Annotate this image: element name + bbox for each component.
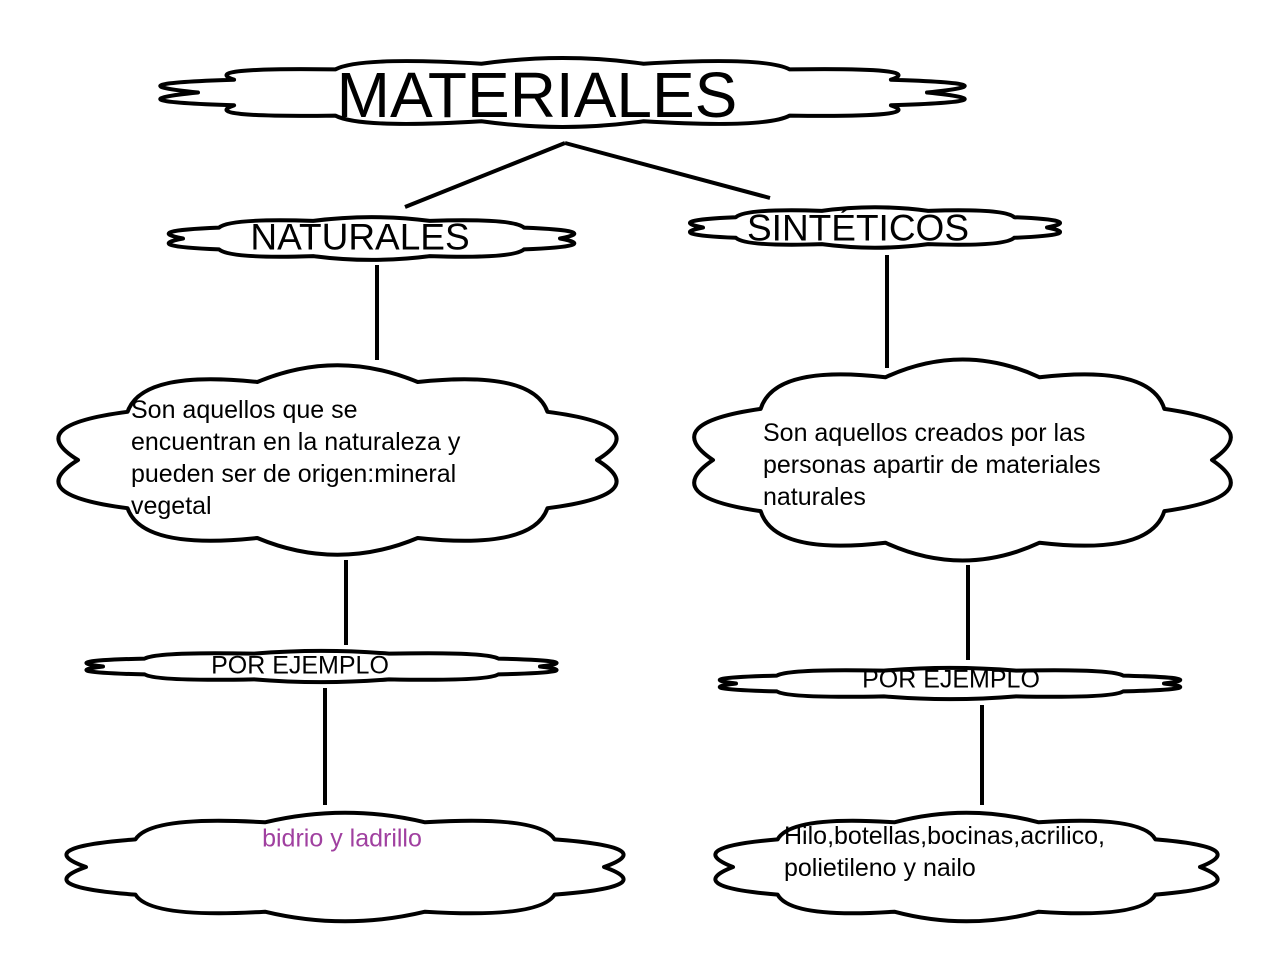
synthetic-examples: Hilo,botellas,bocinas,acrilico, polietil… <box>784 820 1105 884</box>
connector-title-sinteticos <box>564 141 771 200</box>
natural-description: Son aquellos que se encuentran en la nat… <box>131 394 460 522</box>
text-line: personas apartir de materiales <box>763 451 1101 479</box>
natural-examples: bidrio y ladrillo <box>262 824 422 853</box>
text-line: naturales <box>763 483 866 511</box>
text-line: Hilo,botellas,bocinas,acrilico, <box>784 822 1105 850</box>
title-cloud <box>158 56 967 129</box>
title: MATERIALES <box>336 59 738 131</box>
natural-examples-cloud <box>64 810 626 924</box>
natural-example-label: POR EJEMPLO <box>211 651 389 680</box>
natural-example-cloud <box>84 648 559 685</box>
natural-description-cloud <box>56 363 619 557</box>
text-line: Son aquellos creados por las <box>763 419 1086 447</box>
naturales-cloud <box>167 215 576 262</box>
sinteticos-cloud <box>688 205 1062 250</box>
synthetic-examples-cloud <box>713 810 1220 924</box>
naturales-label: NATURALES <box>250 216 470 258</box>
text-line: Son aquellos que se <box>131 396 358 424</box>
connector-title-naturales <box>404 141 566 209</box>
synthetic-example-label: POR EJEMPLO <box>862 665 1040 694</box>
synthetic-description: Son aquellos creados por las personas ap… <box>763 417 1101 513</box>
synthetic-example-cloud <box>717 665 1183 702</box>
text-line: vegetal <box>131 492 212 520</box>
text-line: encuentran en la naturaleza y <box>131 428 461 456</box>
text-line: pueden ser de origen:mineral <box>131 460 457 488</box>
text-line: polietileno y nailo <box>784 854 976 882</box>
sinteticos-label: SINTÉTICOS <box>746 207 970 249</box>
synthetic-description-cloud <box>692 357 1233 563</box>
